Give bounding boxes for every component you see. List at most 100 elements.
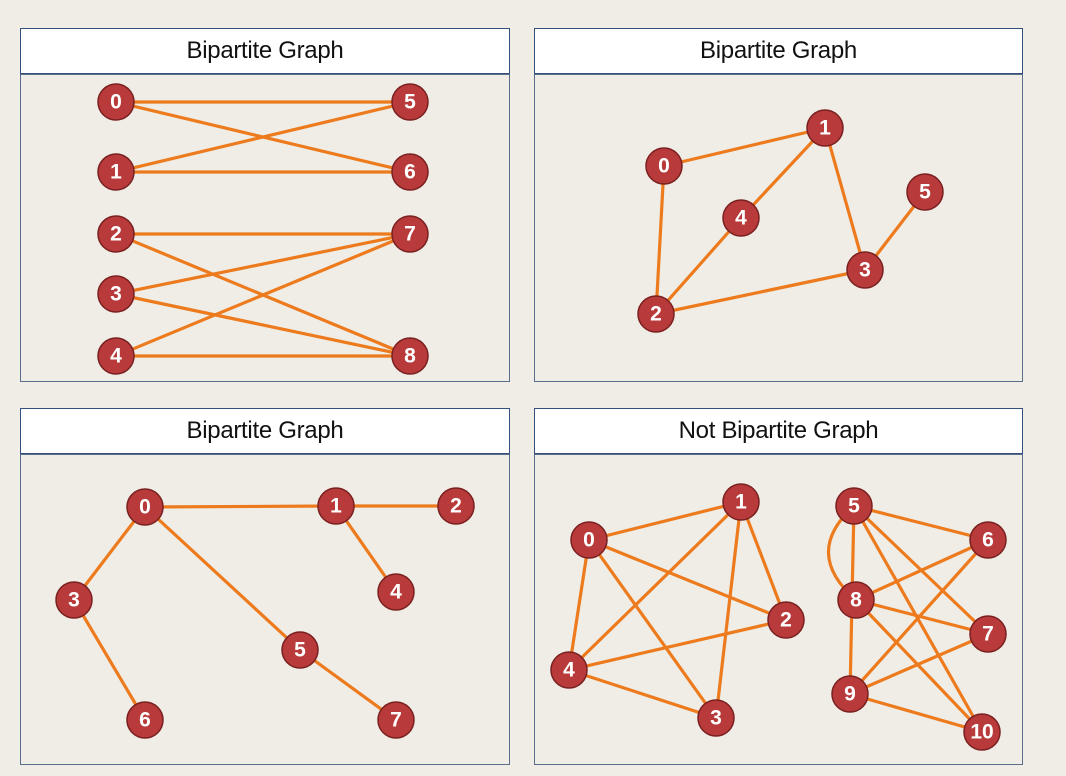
node-circle xyxy=(281,631,319,669)
node-circle xyxy=(377,701,415,739)
node-p1-5: 5 xyxy=(906,173,944,211)
panel-title-1: Bipartite Graph xyxy=(534,28,1023,74)
node-p2-4: 4 xyxy=(377,573,415,611)
edge-p3-0-3 xyxy=(587,538,718,720)
node-circle xyxy=(550,651,588,689)
node-circle xyxy=(126,488,164,526)
panel-title-2: Bipartite Graph xyxy=(20,408,510,454)
node-label: 8 xyxy=(850,589,862,612)
node-circle xyxy=(97,337,135,375)
node-circle xyxy=(637,295,675,333)
node-circle xyxy=(722,199,760,237)
node-p3-6: 6 xyxy=(969,521,1007,559)
node-label: 4 xyxy=(390,581,402,604)
node-label: 5 xyxy=(404,91,416,114)
node-label: 2 xyxy=(650,303,662,326)
node-label: 7 xyxy=(404,223,416,246)
node-circle xyxy=(846,251,884,289)
node-p3-8: 8 xyxy=(837,581,875,619)
node-label: 10 xyxy=(970,721,993,744)
node-label: 6 xyxy=(982,529,994,552)
edge-p3-1-3 xyxy=(714,500,743,720)
node-p2-1: 1 xyxy=(317,487,355,525)
node-circle xyxy=(969,521,1007,559)
node-p0-7: 7 xyxy=(391,215,429,253)
edge-p0-3-8 xyxy=(114,292,412,358)
node-label: 8 xyxy=(404,345,416,368)
node-label: 1 xyxy=(110,161,122,184)
node-p0-3: 3 xyxy=(97,275,135,313)
node-label: 2 xyxy=(450,495,462,518)
node-label: 6 xyxy=(404,161,416,184)
node-circle xyxy=(97,83,135,121)
node-circle xyxy=(831,675,869,713)
node-label: 0 xyxy=(583,529,595,552)
panel-title-3: Not Bipartite Graph xyxy=(534,408,1023,454)
node-p3-7: 7 xyxy=(969,615,1007,653)
node-circle xyxy=(97,215,135,253)
node-circle xyxy=(391,337,429,375)
node-p0-8: 8 xyxy=(391,337,429,375)
node-circle xyxy=(377,573,415,611)
node-circle xyxy=(126,701,164,739)
node-label: 3 xyxy=(859,259,871,282)
edge-p0-1-5 xyxy=(114,100,412,174)
node-label: 4 xyxy=(110,345,122,368)
node-label: 3 xyxy=(68,589,80,612)
edge-p3-0-2 xyxy=(587,538,788,622)
node-p0-4: 4 xyxy=(97,337,135,375)
edge-p3-4-2 xyxy=(567,618,788,672)
node-label: 0 xyxy=(110,91,122,114)
node-circle xyxy=(55,581,93,619)
edge-p3-0-1 xyxy=(587,500,743,542)
edge-p3-9-10 xyxy=(848,692,984,734)
node-p3-3: 3 xyxy=(697,699,735,737)
node-p3-0: 0 xyxy=(570,521,608,559)
node-p2-5: 5 xyxy=(281,631,319,669)
node-circle xyxy=(767,601,805,639)
node-circle xyxy=(391,83,429,121)
edge-p3-1-4 xyxy=(567,500,743,672)
node-circle xyxy=(437,487,475,525)
node-p0-6: 6 xyxy=(391,153,429,191)
node-label: 1 xyxy=(735,491,747,514)
node-circle xyxy=(317,487,355,525)
node-circle xyxy=(645,147,683,185)
node-p3-1: 1 xyxy=(722,483,760,521)
node-label: 5 xyxy=(919,181,931,204)
node-p0-2: 2 xyxy=(97,215,135,253)
node-p1-2: 2 xyxy=(637,295,675,333)
node-label: 9 xyxy=(844,683,856,706)
edge-p3-5-6 xyxy=(852,504,990,542)
node-p3-2: 2 xyxy=(767,601,805,639)
edge-p0-4-7 xyxy=(114,232,412,358)
panel-title-0: Bipartite Graph xyxy=(20,28,510,74)
node-p3-10: 10 xyxy=(963,713,1001,751)
node-p2-2: 2 xyxy=(437,487,475,525)
node-p3-9: 9 xyxy=(831,675,869,713)
node-label: 7 xyxy=(982,623,994,646)
node-label: 2 xyxy=(780,609,792,632)
node-label: 0 xyxy=(658,155,670,178)
edge-p2-5-7 xyxy=(298,648,398,722)
node-circle xyxy=(806,109,844,147)
node-label: 0 xyxy=(139,496,151,519)
node-circle xyxy=(97,153,135,191)
node-p1-4: 4 xyxy=(722,199,760,237)
node-p0-1: 1 xyxy=(97,153,135,191)
edge-p2-0-3 xyxy=(72,505,147,602)
node-p2-0: 0 xyxy=(126,488,164,526)
edge-p3-9-6 xyxy=(848,538,990,696)
node-p0-5: 5 xyxy=(391,83,429,121)
edge-p1-0-2 xyxy=(654,164,666,316)
edge-p2-3-6 xyxy=(72,598,147,722)
node-label: 2 xyxy=(110,223,122,246)
node-label: 6 xyxy=(139,709,151,732)
node-circle xyxy=(835,487,873,525)
graph-panel-1 xyxy=(534,74,1023,382)
edge-p3-8-7 xyxy=(854,598,990,636)
node-circle xyxy=(963,713,1001,751)
edge-p3-9-7 xyxy=(848,632,990,696)
node-circle xyxy=(97,275,135,313)
